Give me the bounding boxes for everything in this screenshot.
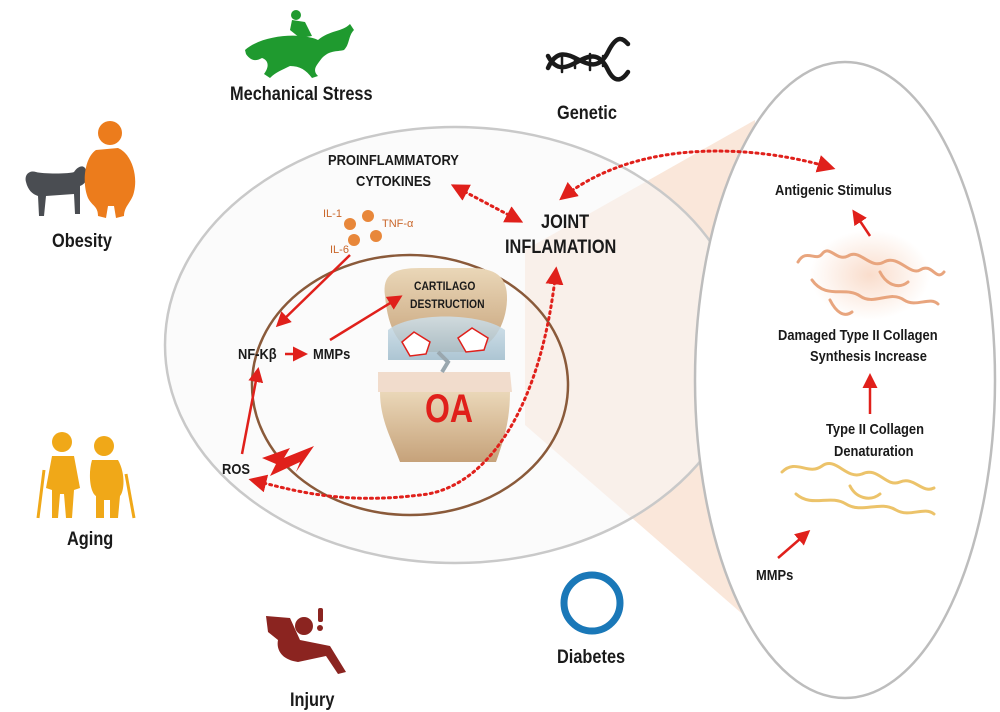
damaged-collagen-label-line2: Synthesis Increase: [810, 348, 927, 365]
denaturation-label-line2: Denaturation: [834, 443, 914, 460]
denaturation-label-line1: Type II Collagen: [826, 421, 924, 438]
damaged-collagen-label-line1: Damaged Type II Collagen: [778, 327, 938, 344]
obesity-label: Obesity: [52, 231, 112, 252]
collagen-panel-glow: [810, 230, 930, 320]
collagen-panel-arrows: [777, 209, 878, 559]
elderly-couple-icon: [36, 432, 136, 519]
horse-jockey-icon: [245, 10, 354, 78]
damaged-collagen-illustration: [796, 249, 946, 316]
dog-icon: [25, 166, 88, 216]
genetic-label: Genetic: [557, 103, 617, 124]
cytokine-il1-label: IL-1: [323, 208, 342, 220]
diabetes-label: Diabetes: [557, 647, 626, 668]
ros-label: ROS: [222, 461, 250, 478]
diabetes-ring-icon: [560, 571, 624, 635]
dotted-arrows: [248, 149, 836, 500]
injury-label: Injury: [290, 690, 335, 711]
nfkb-label: NF-Kβ: [238, 346, 277, 363]
dna-icon: [545, 36, 631, 82]
mmps-label: MMPs: [313, 346, 351, 363]
oa-label: OA: [425, 387, 473, 431]
cartilago-destruction-label-line2: DESTRUCTION: [410, 297, 485, 311]
denatured-collagen-illustration: [780, 462, 936, 516]
proinflammatory-label-line1: PROINFLAMMATORY: [328, 152, 459, 169]
mechanical-stress-label: Mechanical Stress: [230, 84, 373, 105]
obese-person-icon: [84, 121, 136, 218]
joint-inflammation-label-line2: INFLAMATION: [505, 237, 617, 258]
cartilago-destruction-label-line1: CARTILAGO: [414, 279, 476, 293]
joint-inflammation-label-line1: JOINT: [541, 212, 590, 233]
aging-label: Aging: [67, 529, 114, 550]
collagen-panel-ellipse: [693, 60, 997, 700]
injured-person-icon: [266, 608, 346, 674]
antigenic-stimulus-label: Antigenic Stimulus: [775, 182, 892, 199]
cytokine-dots: [344, 210, 382, 246]
cytokine-tnf-label: TNF-α: [382, 218, 414, 230]
collagen-mmps-label: MMPs: [756, 567, 794, 584]
cytokine-il6-label: IL-6: [330, 244, 349, 256]
proinflammatory-label-line2: CYTOKINES: [356, 173, 432, 190]
